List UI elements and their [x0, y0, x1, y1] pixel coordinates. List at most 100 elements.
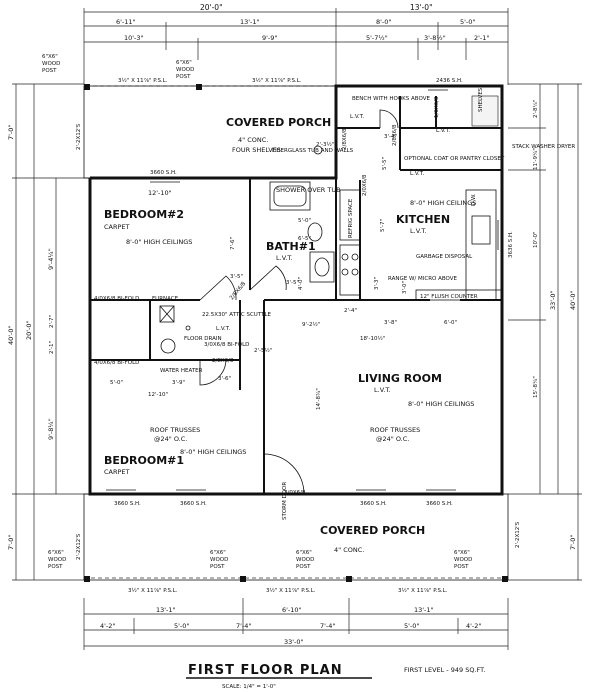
- tag-bifold-mech: 3/0X6/8 BI-FOLD: [204, 342, 249, 348]
- vanity: [309, 251, 335, 283]
- note-lvt-hall: L.V.T.: [216, 326, 230, 332]
- post-top-mid: [196, 84, 202, 90]
- bottom-porch-beam: 3½" X 11⅞" P.S.L. 3½" X 11⅞" P.S.L. 3½" …: [48, 550, 508, 594]
- title-block: FIRST FLOOR PLAN SCALE: 1/4" = 1'-0" FIR…: [186, 663, 485, 690]
- plan-title: FIRST FLOOR PLAN: [188, 663, 343, 678]
- label-bedroom1-ceiling: 8'-0" HIGH CEILINGS: [180, 448, 246, 456]
- tag-door-bed2: 2/8X6/8: [229, 281, 248, 302]
- beam-bottom-mid-label: 3½" X 11⅞" P.S.L.: [266, 587, 316, 594]
- windows: [106, 89, 499, 491]
- post-top-mid-label-2: WOOD: [176, 67, 194, 73]
- sink-bath: [314, 257, 330, 277]
- post-top-mid-label-1: 6"X6": [176, 60, 192, 66]
- idim-bed2-depth: 7'-6": [230, 237, 236, 250]
- idim-bath-6-5: 6'-5": [298, 236, 311, 242]
- idim-hall-3-5: 3'-5": [230, 274, 243, 280]
- toilet: [307, 222, 323, 242]
- laundry-shelves: [471, 95, 499, 127]
- beam-bottom-left-label: 3½" X 11⅞" P.S.L.: [128, 587, 178, 594]
- tag-door-closet: 1/6X6/8: [434, 96, 440, 118]
- note-shelves: SHELVES: [478, 87, 484, 112]
- idim-bath-3-5: 3'-5": [286, 280, 299, 286]
- burner-1: [341, 253, 349, 261]
- label-bedroom2: BEDROOM#2: [104, 208, 184, 221]
- top-porch-beam: 3½" X 11⅞" P.S.L. 3½" X 11⅞" P.S.L. 6"X6…: [42, 54, 336, 90]
- label-kitchen: KITCHEN: [396, 213, 450, 226]
- door-swings: [199, 109, 399, 495]
- idim-3-4: 3'-4": [384, 134, 397, 140]
- dim-top-6-11: 6'-11": [116, 18, 136, 26]
- label-bedroom1-floor: CARPET: [104, 468, 130, 476]
- note-storm-door: STORM DOOR: [282, 482, 288, 520]
- joist-left-top: 2'-2X12'S: [76, 123, 82, 150]
- note-lvt-laundry: L.V.T.: [350, 114, 364, 120]
- dim-top-20-0: 20'-0": [200, 3, 223, 12]
- burner-3: [341, 268, 349, 276]
- note-stack: STACK WASHER DRYER: [512, 144, 575, 150]
- note-bench: BENCH WITH HOOKS ABOVE: [352, 96, 430, 102]
- note-lvt-closet: L.V.T.: [436, 128, 450, 134]
- dim-bottom-7-4-left: 7'-4": [236, 622, 251, 630]
- dim-right-15-8: 15'-8¼": [533, 376, 539, 398]
- dim-right-33-0: 33'-0": [549, 290, 557, 310]
- furnace-box: [159, 305, 175, 323]
- burner-2: [351, 253, 359, 261]
- furnace-x2: [159, 305, 175, 323]
- note-lvt-kitchen: L.V.T.: [410, 171, 424, 177]
- bathtub: [269, 181, 311, 211]
- idim-2-4: 2'-4": [344, 308, 357, 314]
- idim-bed1-width: 12'-10": [148, 392, 168, 398]
- note-shower: SHOWER OVER TUB: [276, 186, 341, 194]
- dim-top-13-0: 13'-0": [410, 3, 433, 12]
- joist-left-bottom: 2'-2X12'S: [76, 533, 82, 560]
- label-covered-porch-top: COVERED PORCH: [226, 116, 331, 129]
- idim-3-0: 3'-0": [402, 281, 408, 294]
- tag-door-pantry: 2/0X6/8: [362, 174, 368, 196]
- label-living-truss-spacing: @24" O.C.: [376, 435, 409, 443]
- tag-window-living-right: 3660 S.H.: [426, 501, 453, 507]
- dim-right-2-8: 2'-8¼": [533, 100, 539, 118]
- note-floor-drain: FLOOR DRAIN: [184, 336, 222, 342]
- post-top-left-label-2: WOOD: [42, 61, 60, 67]
- tag-door-bath-closet: 2/8X6/8: [342, 128, 348, 150]
- label-living-ceiling: 8'-0" HIGH CEILINGS: [408, 400, 474, 408]
- tag-window-bed2: 3660 S.H.: [150, 170, 177, 176]
- idim-bath-4-0: 4'-0": [298, 277, 304, 290]
- idim-18-10: 18'-10½": [360, 335, 385, 342]
- dim-left-9-4: 9'-4¼": [47, 248, 55, 270]
- post-bottom-left-label-3: POST: [48, 564, 63, 570]
- label-bath: BATH#1: [266, 240, 316, 253]
- dim-right-10-0: 10'-0": [533, 231, 539, 248]
- dim-left-2-1: 2'-1": [49, 341, 55, 354]
- burner-4: [351, 268, 359, 276]
- idim-9-2: 9'-2½": [302, 321, 320, 328]
- label-bedroom1-trusses: ROOF TRUSSES: [150, 426, 200, 434]
- dim-bottom-4-2-left: 4'-2": [100, 622, 115, 630]
- dim-bottom-5-0-left: 5'-0": [174, 622, 189, 630]
- note-flush-counter: 12" FLUSH COUNTER: [420, 294, 478, 300]
- dim-right-7-0: 7'-0": [569, 535, 577, 550]
- dim-top-10-3: 10'-3": [124, 34, 144, 42]
- tag-window-bed1-left: 3660 S.H.: [114, 501, 141, 507]
- label-porch-bottom-note: 4" CONC.: [334, 546, 364, 554]
- idim-bed1-5-0: 5'-0": [110, 380, 123, 386]
- dim-top-8-0: 8'-0": [376, 18, 391, 26]
- post-bottom-mid-left: [240, 576, 246, 582]
- note-dw: D.W.: [471, 193, 477, 206]
- bathtub-basin: [273, 185, 307, 207]
- porch-light: [313, 145, 323, 155]
- front-door-swing: [263, 453, 305, 495]
- label-covered-porch-bottom: COVERED PORCH: [320, 524, 425, 537]
- tag-window-bed1-right: 3660 S.H.: [180, 501, 207, 507]
- note-closet: OPTIONAL COAT OR PANTRY CLOSET: [404, 156, 505, 162]
- dim-left-7-0-top: 7'-0": [7, 125, 15, 140]
- label-bedroom1-truss-spacing: @24" O.C.: [154, 435, 187, 443]
- label-bedroom2-floor: CARPET: [104, 223, 130, 231]
- dim-top-2-1: 2'-1": [474, 34, 489, 42]
- left-dimensions: 7'-0" 40'-0" 7'-0" 20'-0" 9'-4¼" 9'-8¼" …: [7, 83, 90, 581]
- dim-left-40-0: 40'-0": [7, 325, 15, 345]
- tag-front-door: 3/0X6/8: [284, 490, 306, 496]
- post-bottom-right: [502, 576, 508, 582]
- dim-bottom-5-0-right: 5'-0": [404, 622, 419, 630]
- label-bedroom2-ceiling: 8'-0" HIGH CEILINGS: [126, 238, 192, 246]
